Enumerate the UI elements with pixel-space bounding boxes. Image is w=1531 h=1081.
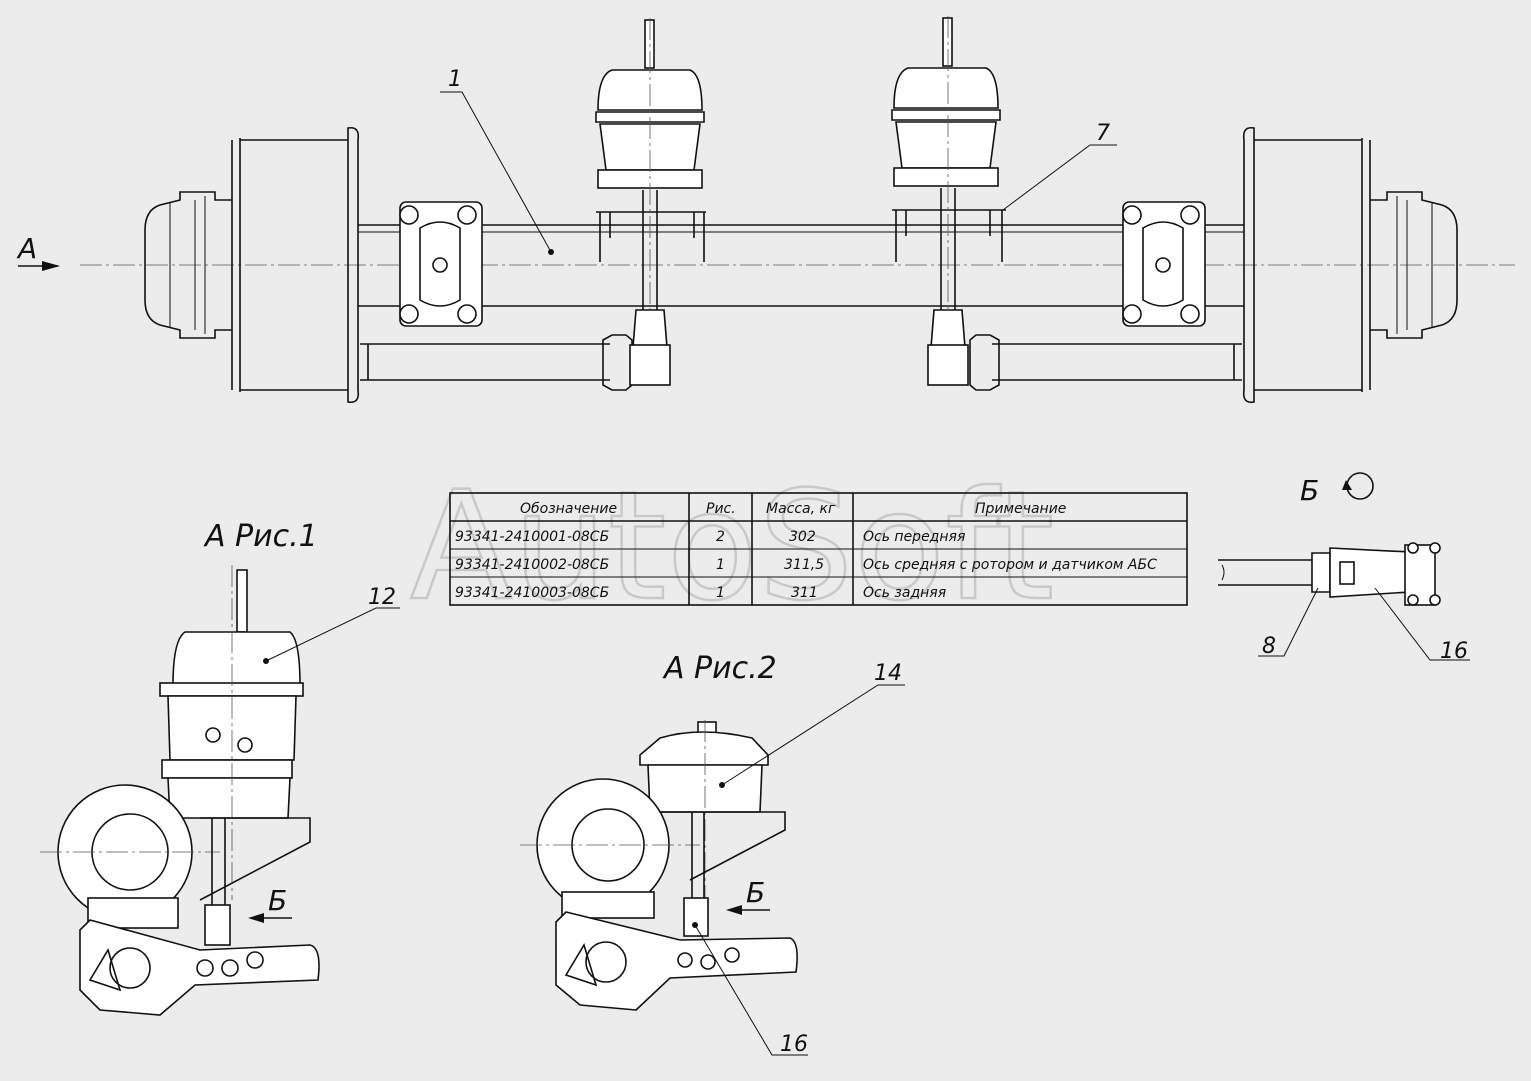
table-header-mass: Масса, кг (766, 501, 836, 517)
callout-16-detail: 16 (1440, 639, 1468, 664)
arrow-b-fig1-label: Б (268, 884, 287, 917)
table-cell-figure: 1 (716, 585, 725, 601)
table-header-note: Примечание (975, 501, 1066, 517)
watermark: AutoSoft (410, 460, 1054, 634)
callout-8: 8 (1262, 634, 1276, 659)
left-wheel-hub (144, 126, 360, 404)
table-cell-note: Ось задняя (863, 585, 946, 601)
table-header-figure: Рис. (706, 501, 736, 517)
table-header-designation: Обозначение (520, 501, 617, 517)
figure-1-title: А Рис.1 (203, 519, 318, 554)
view-a-label: А (16, 232, 37, 265)
table-cell-note: Ось передняя (863, 529, 965, 545)
right-wheel-hub (1242, 126, 1458, 404)
table-cell-designation: 93341-2410003-08СБ (455, 585, 609, 601)
table-cell-designation: 93341-2410001-08СБ (455, 529, 609, 545)
callout-7: 7 (1096, 121, 1110, 146)
table-row: 93341-2410003-08СБ 1 311 Ось задняя (455, 585, 946, 601)
table-row: 93341-2410002-08СБ 1 311,5 Ось средняя с… (455, 557, 1157, 573)
table-cell-note: Ось средняя с ротором и датчиком АБС (863, 557, 1157, 573)
table-row: 93341-2410001-08СБ 2 302 Ось передняя (455, 529, 965, 545)
detail-view-b: Б 8 16 (1218, 472, 1470, 664)
specification-table: Обозначение Рис. Масса, кг Примечание 93… (449, 492, 1188, 606)
brake-chamber-left (595, 18, 706, 386)
axle-main-view: А 1 7 (16, 16, 1515, 404)
spring-pad-right (1122, 201, 1206, 327)
figure-2-view: А Рис.2 Б 14 16 (520, 651, 905, 1057)
table-cell-figure: 2 (716, 529, 725, 545)
detail-b-title: Б (1300, 474, 1319, 507)
axle-beam (358, 224, 1244, 307)
callout-1: 1 (448, 67, 462, 92)
callout-16-fig2: 16 (780, 1032, 808, 1057)
figure-1-view: А Рис.1 Б 12 (40, 519, 400, 1016)
table-cell-mass: 311,5 (784, 557, 824, 573)
brake-chamber-right (891, 16, 1006, 386)
camshaft-tubes (360, 334, 1242, 391)
spring-pad-left (399, 201, 483, 327)
table-cell-mass: 302 (789, 529, 816, 545)
figure-2-title: А Рис.2 (662, 651, 777, 686)
callout-14: 14 (874, 661, 902, 686)
table-cell-figure: 1 (716, 557, 725, 573)
arrow-b-fig2-label: Б (746, 876, 765, 909)
table-cell-designation: 93341-2410002-08СБ (455, 557, 609, 573)
table-cell-mass: 311 (791, 585, 818, 601)
callout-12: 12 (368, 585, 396, 610)
